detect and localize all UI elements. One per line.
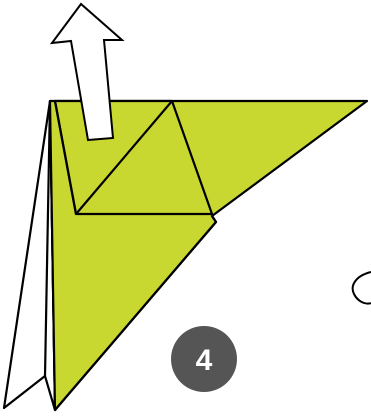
step-badge: 4 [171, 326, 237, 392]
white-back-flaps [4, 101, 55, 410]
step-number: 4 [196, 344, 213, 377]
partial-circle-shape [353, 272, 371, 304]
